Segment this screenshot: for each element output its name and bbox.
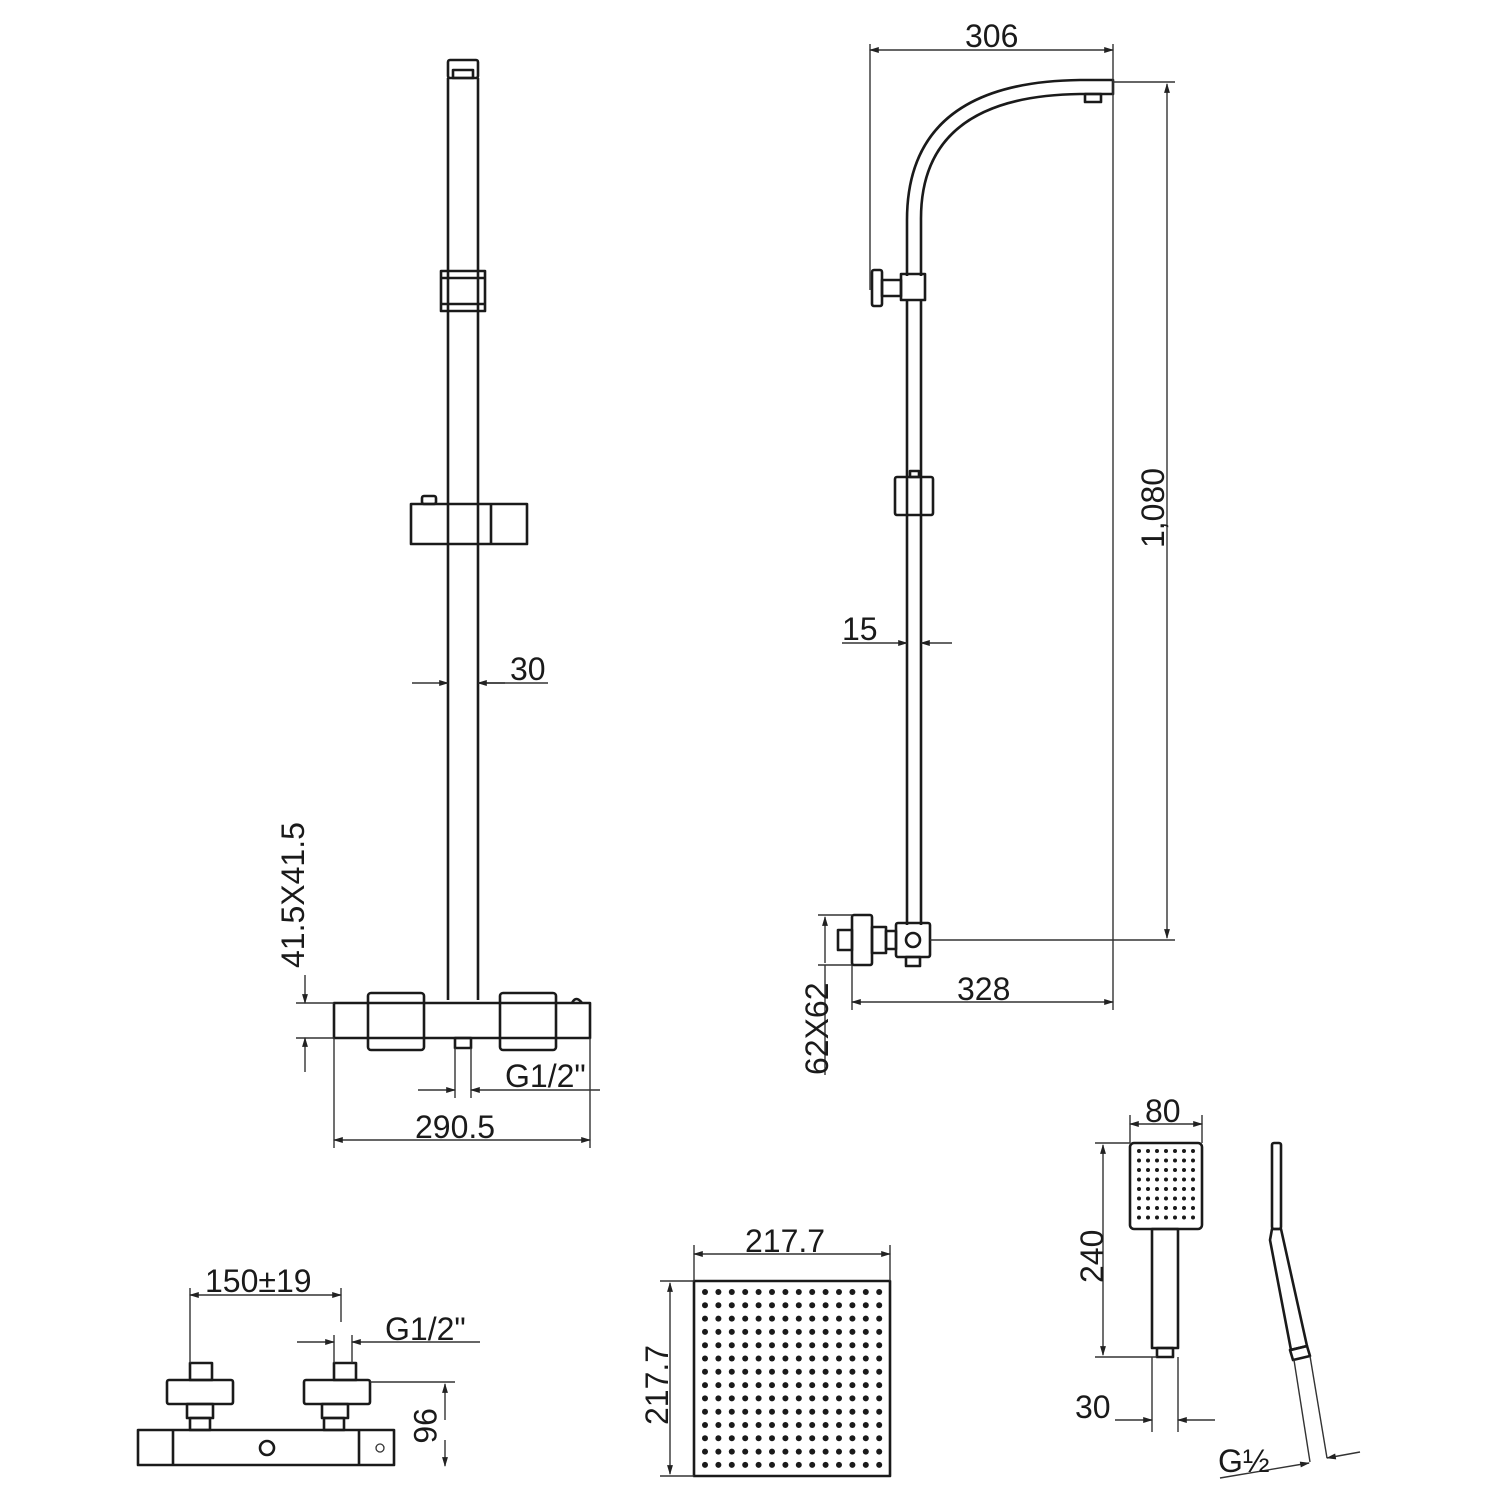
- dim-bottom-reach: 328: [957, 971, 1010, 1007]
- valve-right-handle: [498, 991, 558, 1052]
- dim-valve-section: 41.5X41.5: [275, 822, 311, 968]
- dim-rain-head-width: 217.7: [745, 1223, 825, 1259]
- dim-valve-length: 290.5: [415, 1109, 495, 1145]
- side-riser-slider: [893, 475, 935, 517]
- dim-inlet-depth: 96: [407, 1408, 443, 1444]
- hand-shower-nozzles: [1137, 1149, 1195, 1220]
- valve-inlet-view: 150±19 G1/2" 96: [136, 1263, 480, 1467]
- lower-wall-plate: [850, 913, 874, 967]
- right-inlet-flange: [302, 1378, 372, 1406]
- hand-shower-handle: [1150, 1227, 1180, 1350]
- dim-valve-outlet: G1/2": [505, 1058, 586, 1094]
- rain-head-connector: [1083, 92, 1103, 104]
- dim-total-height: 1,080: [1135, 468, 1171, 548]
- diverter-block: [894, 921, 932, 959]
- left-inlet-stub: [188, 1361, 214, 1382]
- dim-rain-head-height: 217.7: [639, 1345, 675, 1425]
- front-view: 30 41.5X41.5 G1/2" 290.5: [275, 58, 600, 1148]
- dim-riser-diameter: 15: [842, 611, 878, 647]
- valve-centre-knob: [258, 1439, 276, 1457]
- rain-head-plate: [692, 1279, 892, 1478]
- rain-head-nozzles: [702, 1289, 883, 1468]
- dim-inlet-centres: 150±19: [205, 1263, 312, 1299]
- left-inlet-flange: [165, 1378, 235, 1406]
- hand-shower-side-head: [1270, 1141, 1283, 1231]
- rain-head-view: 217.7 217.7: [639, 1223, 892, 1478]
- upper-rail-bracket: [439, 269, 487, 313]
- dim-wall-bracket: 62X62: [799, 982, 835, 1075]
- right-inlet-stub: [332, 1361, 358, 1382]
- hand-shower-side-handle: [1268, 1227, 1309, 1352]
- upper-wall-bracket-body: [899, 272, 927, 302]
- dim-inlet-thread: G1/2": [385, 1311, 466, 1347]
- dim-rail-width: 30: [510, 651, 546, 687]
- upper-wall-plate: [870, 268, 884, 308]
- dim-hand-connector: G½: [1218, 1443, 1270, 1479]
- dim-arm-reach: 306: [965, 18, 1018, 54]
- rail-cap-insert: [451, 68, 475, 80]
- dim-hand-length: 240: [1074, 1230, 1110, 1283]
- hand-shower-slider: [409, 502, 529, 546]
- side-view: 15 306 1,080 62X62 328: [799, 18, 1175, 1075]
- valve-body-bottom: [136, 1428, 396, 1467]
- valve-outlet: [453, 1036, 473, 1050]
- bar-valve-body: [332, 1001, 592, 1040]
- dim-hand-handle-width: 30: [1075, 1389, 1111, 1425]
- overhead-curved-arm: [905, 78, 1115, 276]
- hand-shower-connector: [1155, 1346, 1175, 1359]
- valve-left-handle: [366, 991, 426, 1052]
- hand-shower-view: 80 240 30 G½: [1074, 1093, 1361, 1479]
- dim-hand-head-width: 80: [1145, 1093, 1181, 1129]
